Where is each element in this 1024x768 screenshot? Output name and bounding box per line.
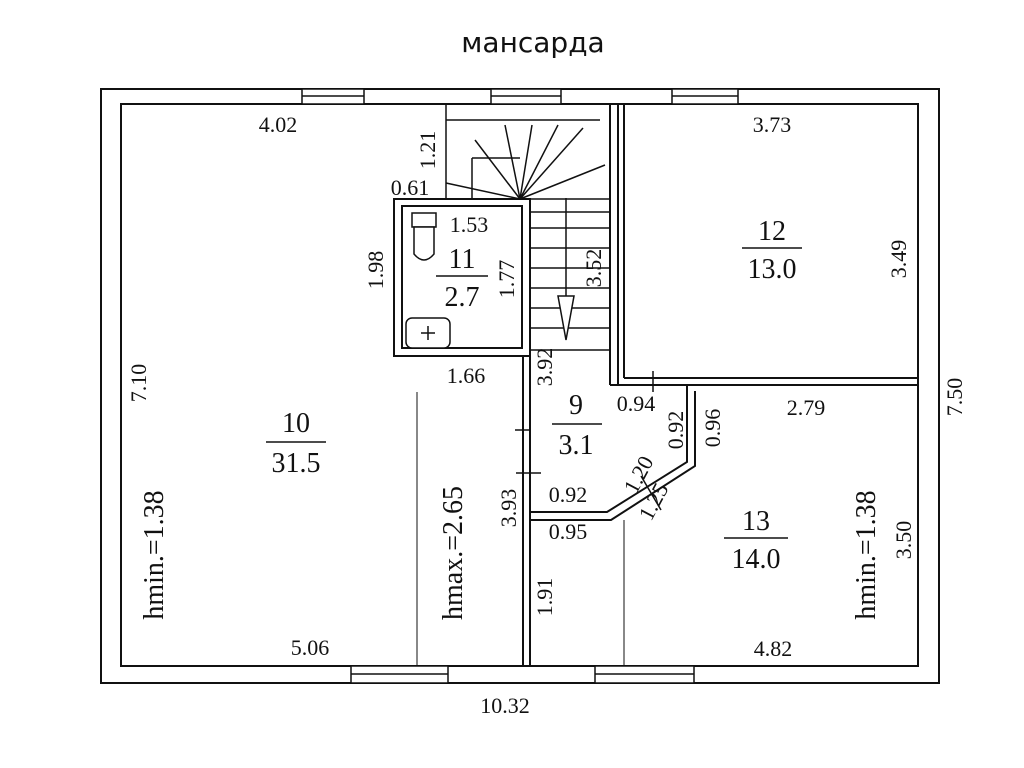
staircase	[445, 104, 610, 351]
dimension-labels: 4.02 0.61 1.53 3.73 1.66 0.94 2.79 0.92 …	[126, 112, 967, 718]
dim-label: 0.61	[391, 175, 430, 200]
dim-label: 3.73	[753, 112, 792, 137]
room-13-number: 13	[742, 506, 770, 537]
windows	[301, 88, 739, 684]
dim-label: 2.79	[787, 395, 826, 420]
dim-label: 0.92	[663, 411, 688, 450]
dim-label: 10.32	[480, 693, 530, 718]
dim-label: 3.93	[496, 489, 521, 528]
dim-label: 1.66	[447, 363, 486, 388]
ceiling-height-labels: hmin.=1.38 hmax.=2.65 hmin.=1.38	[139, 486, 882, 620]
height-label-right: hmin.=1.38	[851, 490, 882, 619]
dim-label: 1.98	[363, 251, 388, 290]
room-13-label: 13 14.0	[724, 506, 788, 575]
room-11-label: 11 2.7	[436, 244, 488, 313]
dim-label: 3.92	[532, 348, 557, 387]
dim-label: 0.96	[700, 409, 725, 448]
dim-label: 1.21	[415, 131, 440, 170]
dim-label: 0.92	[549, 482, 588, 507]
room-13-area: 14.0	[732, 544, 781, 575]
dim-label: 1.91	[532, 578, 557, 617]
stair-direction-arrow-icon	[557, 198, 575, 341]
dim-label: 7.10	[126, 364, 151, 403]
shower-tray-icon	[405, 317, 451, 349]
dim-label: 7.50	[942, 378, 967, 417]
toilet-icon	[411, 212, 437, 261]
plan-title: мансарда	[461, 26, 604, 59]
room-11-number: 11	[449, 244, 476, 275]
dim-label: 0.94	[617, 391, 656, 416]
room-12-number: 12	[758, 216, 786, 247]
dim-label: 4.82	[754, 636, 793, 661]
room-11-area: 2.7	[445, 282, 480, 313]
dimension-ticks	[515, 371, 662, 511]
dim-label: 3.52	[581, 249, 606, 288]
dim-label: 3.49	[886, 240, 911, 279]
dim-label: 5.06	[291, 635, 330, 660]
height-label-middle: hmax.=2.65	[438, 486, 469, 620]
dim-label: 1.77	[494, 260, 519, 299]
height-label-left: hmin.=1.38	[139, 490, 170, 619]
room-9-number: 9	[569, 390, 583, 421]
room-9-label: 9 3.1	[552, 390, 602, 461]
room-10-label: 10 31.5	[266, 408, 326, 479]
room-12-area: 13.0	[748, 254, 797, 285]
dim-label: 3.50	[891, 521, 916, 560]
room-10-number: 10	[282, 408, 310, 439]
interior-walls	[393, 104, 918, 666]
dim-label: 1.53	[450, 212, 489, 237]
room-10-area: 31.5	[272, 448, 321, 479]
room-9-area: 3.1	[559, 430, 594, 461]
room-12-label: 12 13.0	[742, 216, 802, 285]
dim-label: 0.95	[549, 519, 588, 544]
dim-label: 4.02	[259, 112, 298, 137]
